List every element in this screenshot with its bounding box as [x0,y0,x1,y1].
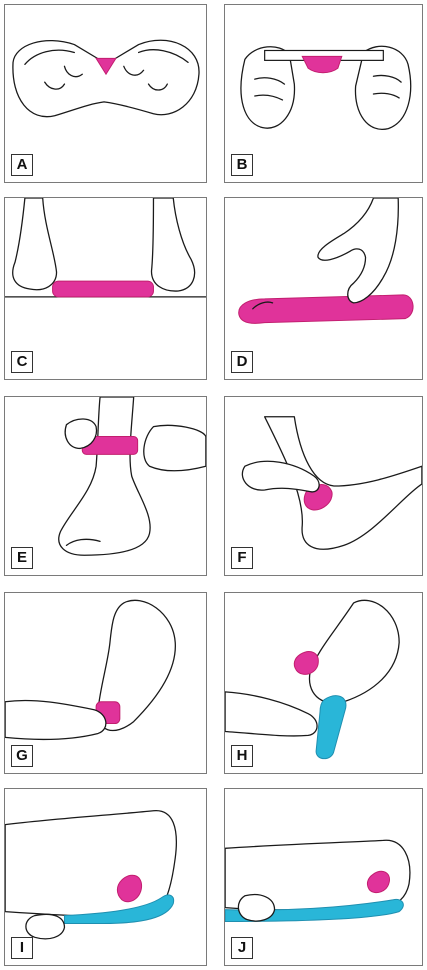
step-panel-a: A [4,4,207,183]
tape-rubbing-illustration [225,198,422,379]
step-panel-g: G [4,592,207,774]
sole-tape-start-illustration [5,593,206,773]
panel-label: F [231,547,253,569]
panel-label: E [11,547,33,569]
panel-label: B [231,154,253,176]
panel-label: H [231,745,253,767]
sole-tape-blue-illustration [225,593,422,773]
heel-tape-press-illustration [225,397,422,575]
step-panel-d: D [224,197,423,380]
panel-label: I [11,937,33,959]
step-panel-h: H [224,592,423,774]
panel-label: G [11,745,33,767]
panel-label: D [231,351,253,373]
sole-tape-stretch-illustration [5,789,206,965]
sole-tape-finished-illustration [225,789,422,965]
step-panel-b: B [224,4,423,183]
step-panel-c: C [4,197,207,380]
panel-label: J [231,937,253,959]
step-panel-j: J [224,788,423,966]
step-panel-i: I [4,788,207,966]
step-panel-f: F [224,396,423,576]
ankle-anchor-illustration [5,397,206,575]
tape-tearing-illustration [5,5,206,182]
panel-label: A [11,154,33,176]
step-panel-e: E [4,396,207,576]
panel-label: C [11,351,33,373]
tape-base-applied-illustration [5,198,206,379]
tape-peeling-illustration [225,5,422,182]
